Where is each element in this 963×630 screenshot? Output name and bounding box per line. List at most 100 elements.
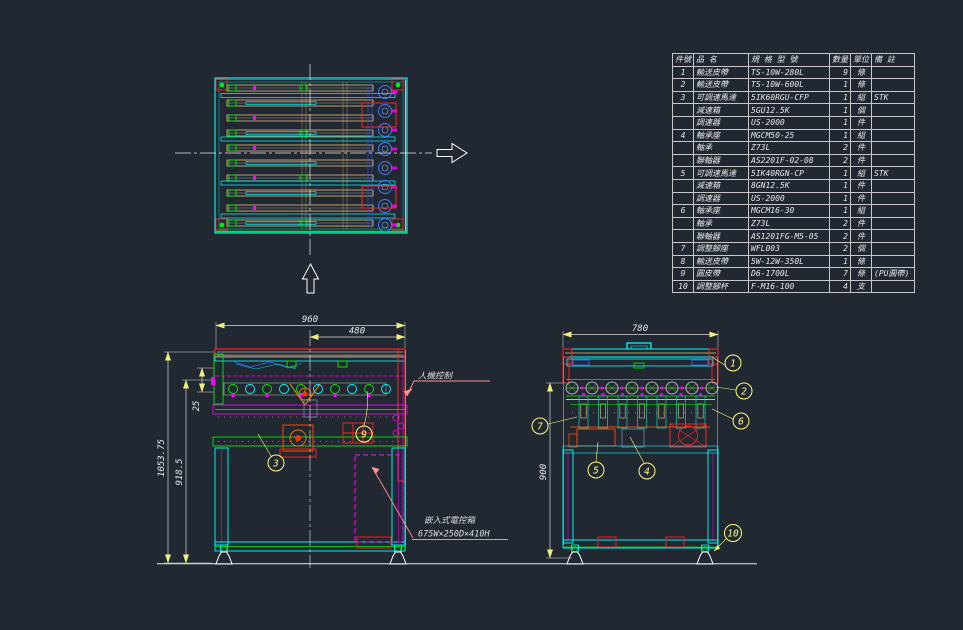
dim-918-label: 918.5 bbox=[175, 458, 185, 485]
bom-cell: US-2000 bbox=[748, 115, 830, 130]
bom-cell: 1 bbox=[829, 90, 851, 105]
bom-cell: 調整腳杯 bbox=[693, 279, 749, 294]
left-leg bbox=[562, 449, 574, 544]
bom-cell: 條 bbox=[850, 78, 872, 92]
svg-text:3: 3 bbox=[272, 459, 279, 470]
bom-cell: TS-10W-280L bbox=[748, 65, 830, 80]
bom-cell bbox=[672, 103, 694, 117]
bom-cell bbox=[672, 153, 694, 168]
gearbox bbox=[621, 428, 645, 448]
bom-cell: 7 bbox=[829, 267, 851, 281]
svg-text:1: 1 bbox=[730, 359, 736, 370]
bom-cell: 輸送皮帶 bbox=[693, 254, 749, 269]
sensor-block bbox=[337, 360, 348, 368]
bom-cell: 10 bbox=[672, 279, 694, 294]
bom-cell: 2 bbox=[829, 141, 851, 155]
bom-cell: 組 bbox=[850, 90, 872, 105]
bom-cell: 5IK40RGN-CP bbox=[748, 166, 830, 180]
balloon-1: 1 bbox=[711, 354, 742, 372]
bom-cell: 軸承座 bbox=[693, 128, 749, 143]
bom-cell: 1 bbox=[829, 254, 851, 269]
hanger-row bbox=[578, 393, 706, 429]
bom-cell: 件 bbox=[850, 229, 872, 243]
bom-cell: MGCM50-25 bbox=[748, 128, 830, 143]
bom-cell: 1 bbox=[829, 103, 851, 117]
balloon-4: 4 bbox=[629, 436, 656, 480]
dimension-780: 780 bbox=[562, 324, 719, 348]
balloon-2: 2 bbox=[715, 382, 753, 400]
balloon-9: 9 bbox=[355, 390, 373, 443]
bom-cell: 5GU12.5K bbox=[748, 103, 830, 117]
bom-cell: 件 bbox=[850, 141, 872, 155]
top-view bbox=[175, 64, 468, 294]
right-leg bbox=[707, 449, 719, 544]
bom-cell bbox=[672, 178, 694, 193]
bom-header-cell: 數量 bbox=[829, 53, 851, 67]
bom-cell bbox=[672, 191, 694, 206]
guide-left bbox=[572, 359, 590, 366]
balloon-3: 3 bbox=[257, 433, 285, 472]
dim-780-label: 780 bbox=[632, 324, 648, 334]
bom-cell: 條 bbox=[850, 65, 872, 80]
motor-base bbox=[279, 448, 317, 458]
leveling-foot bbox=[214, 544, 234, 565]
sensor-block bbox=[633, 362, 645, 369]
cross-bars bbox=[220, 93, 396, 219]
bom-cell: 8GN12.5K bbox=[748, 178, 830, 193]
balloon-7: 7 bbox=[531, 416, 578, 435]
left-bracket bbox=[213, 353, 224, 405]
bom-cell: 6 bbox=[672, 204, 694, 218]
bom-cell: 支 bbox=[850, 279, 872, 294]
svg-text:5: 5 bbox=[593, 466, 599, 477]
bom-cell bbox=[871, 191, 915, 206]
bom-cell bbox=[871, 115, 915, 130]
bom-cell: D6-1700L bbox=[748, 267, 830, 281]
flow-arrow-up-icon bbox=[301, 262, 320, 294]
box-label-2: 675W×250D×410H bbox=[418, 530, 491, 540]
bom-cell bbox=[871, 241, 915, 256]
base-beam bbox=[562, 539, 719, 549]
dim-1053-label: 1053.75 bbox=[157, 439, 167, 477]
left-pin bbox=[211, 377, 215, 385]
bom-cell bbox=[871, 229, 915, 243]
bom-cell: US-2000 bbox=[748, 191, 830, 206]
bom-cell: STK bbox=[871, 166, 915, 180]
dim-960-label: 960 bbox=[302, 315, 318, 325]
bom-cell bbox=[871, 65, 915, 80]
bom-cell: 件 bbox=[850, 191, 872, 206]
bom-cell bbox=[672, 216, 694, 231]
mount-plate-upper bbox=[361, 102, 397, 128]
dimension-918: 918.5 bbox=[175, 379, 214, 564]
flow-arrow-right-icon bbox=[436, 142, 468, 164]
balloon-5: 5 bbox=[587, 441, 605, 479]
bom-cell: 3 bbox=[672, 90, 694, 105]
bom-cell: (PU圓帶) bbox=[871, 267, 915, 281]
bom-cell: 1 bbox=[829, 191, 851, 206]
bom-cell: 輸送皮帶 bbox=[693, 78, 749, 92]
dimension-1053: 1053.75 bbox=[157, 351, 214, 564]
bom-cell: 5IK60RGU-CFP bbox=[748, 90, 830, 105]
svg-text:2: 2 bbox=[741, 387, 747, 398]
dim-480-label: 480 bbox=[349, 327, 365, 337]
roller-column bbox=[378, 85, 397, 232]
balloon-6: 6 bbox=[711, 408, 750, 430]
bom-cell: 調速器 bbox=[693, 191, 749, 206]
bom-cell: 1 bbox=[829, 78, 851, 92]
box-label-1: 嵌入式電控箱 bbox=[424, 515, 477, 526]
bom-header-cell: 品 名 bbox=[693, 53, 749, 67]
electrical-box-annotation: 嵌入式電控箱 675W×250D×410H bbox=[371, 466, 508, 540]
right-column bbox=[397, 348, 406, 482]
bom-cell: 2 bbox=[829, 216, 851, 231]
bom-cell: MGCM16-30 bbox=[748, 204, 830, 218]
bom-cell bbox=[871, 128, 915, 143]
